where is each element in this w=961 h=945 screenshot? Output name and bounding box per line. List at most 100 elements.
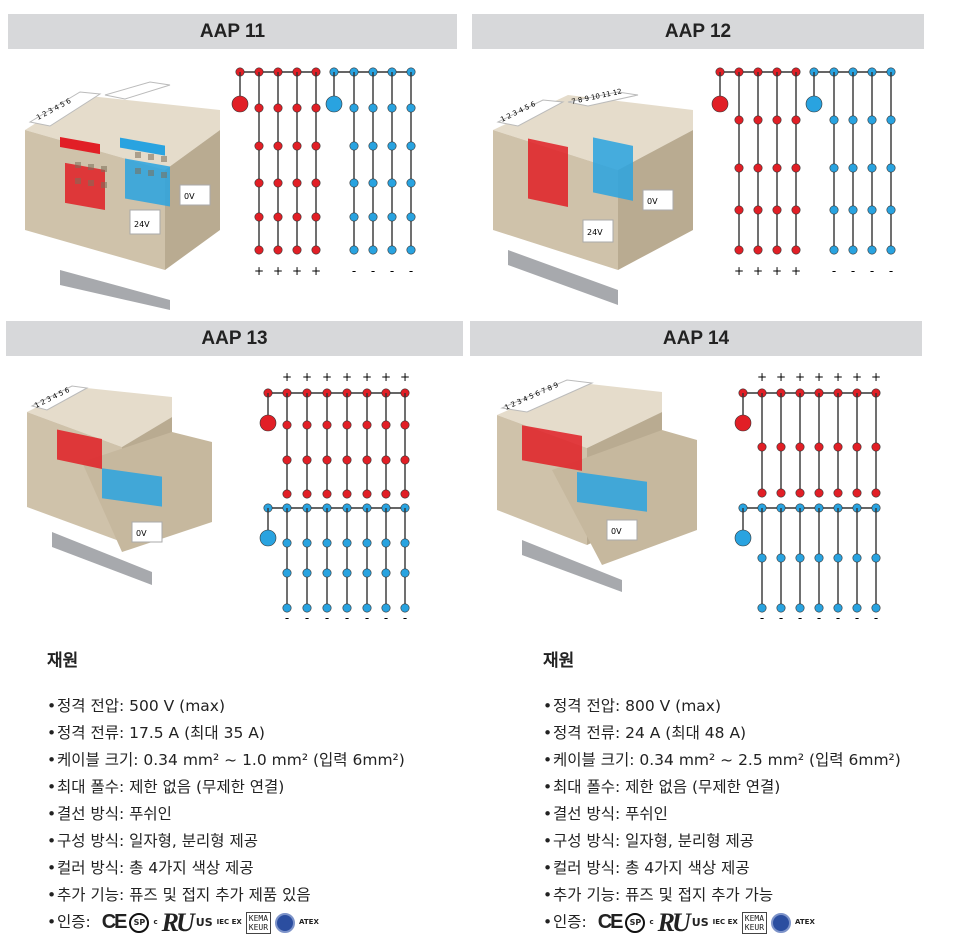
terminal-dot — [829, 245, 839, 255]
terminal-dot — [362, 489, 372, 499]
terminal-dot — [757, 488, 767, 498]
terminal-dot — [342, 455, 352, 465]
terminal-dot — [349, 103, 359, 113]
polarity-mark: - — [352, 264, 356, 278]
cert-logos: CE SP c RU US IEC EX KEMA KEUR ATEX — [102, 909, 319, 936]
terminal-dot — [273, 245, 283, 255]
cert-logos: CE SP c RU US IEC EX KEMA KEUR ATEX — [598, 909, 815, 936]
terminal-dot — [381, 420, 391, 430]
ul-c-text: c — [649, 918, 654, 926]
polarity-mark: + — [400, 370, 410, 384]
terminal-dot — [795, 553, 805, 563]
terminal-dot — [400, 489, 410, 499]
terminal-dot — [852, 603, 862, 613]
terminal-dot — [867, 115, 877, 125]
spec-item: 정격 전압: 800 V (max) — [543, 693, 901, 720]
terminal-dot — [400, 538, 410, 548]
spec-list-right: 재원 정격 전압: 800 V (max) 정격 전류: 24 A (최대 48… — [543, 648, 901, 936]
iecex-mark-icon: IEC EX — [712, 918, 738, 926]
terminal-dot — [757, 603, 767, 613]
spec-item: 추가 기능: 퓨즈 및 접지 추가 제품 있음 — [47, 882, 405, 909]
terminal-dot — [254, 103, 264, 113]
polarity-mark: - — [365, 611, 369, 623]
terminal-dot — [795, 442, 805, 452]
panel-title: AAP 12 — [664, 20, 732, 42]
terminal-dot — [254, 141, 264, 151]
big-terminal-dot — [259, 414, 277, 432]
terminal-dot — [734, 115, 744, 125]
label-strip: 1 2 3 4 5 6 — [28, 81, 171, 127]
terminal-dot — [311, 245, 321, 255]
terminal-dot — [772, 205, 782, 215]
spec-item-certification: 인증: CE SP c RU US IEC EX KEMA KEUR ATEX — [543, 909, 901, 936]
polarity-mark: + — [282, 370, 292, 384]
terminal-dot — [871, 442, 881, 452]
voltage-label: 24V — [587, 228, 603, 237]
terminal-dot — [282, 538, 292, 548]
terminal-dot — [368, 141, 378, 151]
panel-header-aap14: AAP 14 — [470, 321, 922, 356]
spec-item: 정격 전류: 17.5 A (최대 35 A) — [47, 720, 405, 747]
polarity-mark: - — [832, 264, 836, 278]
voltage-label: 0V — [184, 192, 195, 201]
spec-item: 케이블 크기: 0.34 mm² ~ 2.5 mm² (입력 6mm²) — [543, 747, 901, 774]
terminal-dot — [368, 178, 378, 188]
wiring-diagram-aap12: ++++---- — [711, 67, 896, 278]
polarity-mark: - — [851, 264, 855, 278]
terminal-dot — [867, 205, 877, 215]
polarity-mark: + — [772, 264, 782, 278]
polarity-mark: - — [384, 611, 388, 623]
terminal-dot — [311, 141, 321, 151]
terminal-dot — [814, 488, 824, 498]
panel-title: AAP 14 — [662, 327, 730, 349]
terminal-dot — [342, 538, 352, 548]
polarity-mark: - — [817, 611, 821, 623]
terminal-dot — [292, 103, 302, 113]
terminal-dot — [387, 103, 397, 113]
terminal-dot — [791, 245, 801, 255]
terminal-dot — [362, 538, 372, 548]
panel-title: AAP 13 — [201, 327, 268, 349]
iecex-mark-icon: IEC EX — [216, 918, 242, 926]
polarity-mark: + — [757, 370, 767, 384]
terminal-dot — [400, 455, 410, 465]
terminal-dot — [362, 455, 372, 465]
polarity-mark: - — [798, 611, 802, 623]
terminal-dot — [273, 103, 283, 113]
polarity-mark: + — [292, 264, 302, 278]
ul-us-text: US — [195, 916, 213, 929]
terminal-dot — [772, 245, 782, 255]
panel-header-aap13: AAP 13 — [6, 321, 463, 356]
product-image-aap12: 1 2 3 4 5 6 7 8 9 10 11 12 24V 0V — [493, 87, 693, 305]
terminal-dot — [886, 163, 896, 173]
polarity-mark: + — [322, 370, 332, 384]
terminal-dot — [387, 141, 397, 151]
terminal-dot — [273, 212, 283, 222]
terminal-dot — [273, 141, 283, 151]
terminal-dot — [795, 488, 805, 498]
terminal-dot — [311, 103, 321, 113]
spec-item: 케이블 크기: 0.34 mm² ~ 1.0 mm² (입력 6mm²) — [47, 747, 405, 774]
big-terminal-dot — [734, 414, 752, 432]
spec-item: 결선 방식: 푸쉬인 — [47, 801, 405, 828]
terminal-dot — [852, 442, 862, 452]
wiring-diagram-aap11: ++++---- — [231, 67, 416, 278]
terminal-dot — [322, 568, 332, 578]
big-terminal-dot — [734, 529, 752, 547]
terminal-dot — [795, 603, 805, 613]
terminal-dot — [322, 489, 332, 499]
terminal-dot — [254, 212, 264, 222]
terminal-dot — [322, 455, 332, 465]
terminal-dot — [776, 553, 786, 563]
atex-mark-icon: ATEX — [299, 918, 319, 926]
terminal-dot — [282, 603, 292, 613]
terminal-dot — [406, 178, 416, 188]
spec-item-certification: 인증: CE SP c RU US IEC EX KEMA KEUR ATEX — [47, 909, 405, 936]
atex-mark-icon: ATEX — [795, 918, 815, 926]
terminal-dot — [814, 603, 824, 613]
polarity-mark: - — [889, 264, 893, 278]
terminal-dot — [776, 488, 786, 498]
terminal-dot — [406, 245, 416, 255]
terminal-dot — [848, 163, 858, 173]
polarity-mark: - — [836, 611, 840, 623]
